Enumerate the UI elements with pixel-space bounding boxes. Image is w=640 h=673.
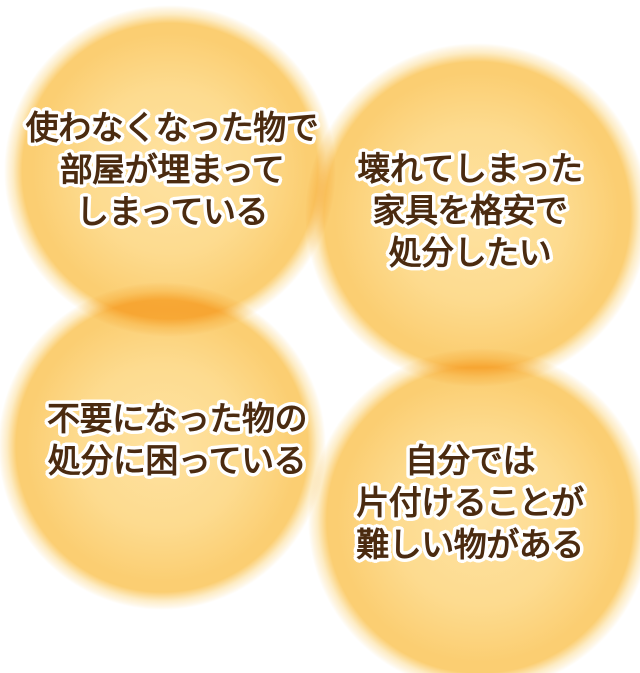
text-line: 部屋が埋まって: [59, 150, 285, 189]
bubble-items-hard-to-tidy-alone: [308, 348, 640, 673]
text-line: 難しい物がある: [356, 525, 584, 564]
bubble-trouble-disposing-unneeded-items: [0, 282, 326, 610]
bubble-text-broken-furniture-cheap-disposal: 壊れてしまった 家具を格安で 処分したい: [310, 148, 630, 274]
bubble-text-trouble-disposing-unneeded-items: 不要になった物の 処分に困っている: [17, 398, 337, 482]
text-line: 壊れてしまった: [357, 149, 583, 188]
text-line: 自分では: [405, 441, 536, 480]
bubble-broken-furniture-cheap-disposal: [305, 43, 640, 387]
bubble-text-items-hard-to-tidy-alone: 自分では 片付けることが 難しい物がある: [310, 440, 630, 566]
text-line: 使わなくなった物で: [25, 108, 319, 147]
text-line: 家具を格安で: [372, 191, 569, 230]
bubble-unused-items-fill-room: [4, 5, 336, 337]
bubble-text-unused-items-fill-room: 使わなくなった物で 部屋が埋まって しまっている: [12, 107, 332, 233]
text-line: 処分したい: [388, 233, 552, 272]
text-line: しまっている: [75, 192, 269, 231]
text-line: 処分に困っている: [47, 441, 307, 480]
text-line: 片付けることが: [356, 483, 584, 522]
text-line: 不要になった物の: [47, 399, 308, 438]
